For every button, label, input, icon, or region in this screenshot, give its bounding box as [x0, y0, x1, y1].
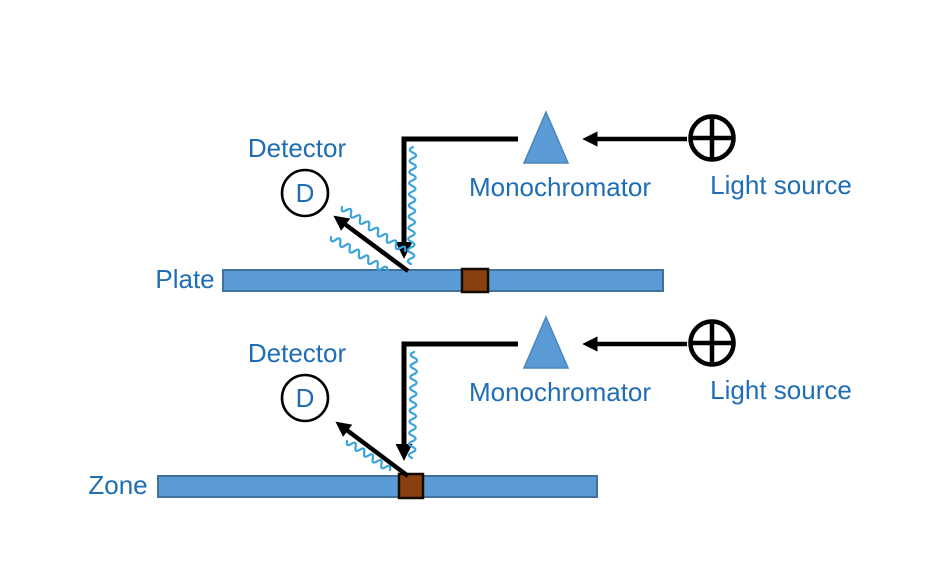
- monochromator-label: Monochromator: [469, 172, 651, 202]
- monochromator-label: Monochromator: [469, 377, 651, 407]
- sample-zone: [397, 472, 425, 500]
- sample-zone: [460, 267, 490, 294]
- incident-beam-arrow: [395, 341, 518, 461]
- reflected-beam-arrow: [335, 421, 410, 478]
- detector-label: Detector: [248, 133, 347, 163]
- light-source-icon: [688, 114, 736, 162]
- detector-icon: [280, 168, 330, 218]
- light-source-label: Light source: [710, 375, 852, 405]
- monochromator-icon: [522, 110, 570, 164]
- detector-symbol: D: [296, 178, 315, 208]
- reflected-beam-arrow: [333, 215, 410, 273]
- incident-radiation-wave: [407, 350, 419, 460]
- reflected-radiation-wave-lower: [329, 235, 389, 273]
- detector-icon: [280, 373, 330, 423]
- zone-setup: Detector D Monochromator Light source Zo…: [88, 315, 852, 500]
- zone-bar: [157, 475, 598, 498]
- plate-setup: Detector D Monochromator Light source Pl…: [155, 110, 852, 294]
- zone-label: Zone: [88, 470, 147, 500]
- reflected-radiation-wave-lower: [345, 439, 392, 472]
- detector-symbol: D: [296, 383, 315, 413]
- light-source-label: Light source: [710, 170, 852, 200]
- reflected-radiation-wave-upper: [340, 205, 407, 253]
- light-source-icon: [688, 319, 736, 367]
- incident-radiation-wave: [406, 145, 418, 266]
- monochromator-icon: [522, 315, 570, 369]
- incident-beam-arrow: [395, 136, 518, 259]
- plate-bar: [222, 269, 664, 292]
- detector-label: Detector: [248, 338, 347, 368]
- plate-label: Plate: [155, 264, 214, 294]
